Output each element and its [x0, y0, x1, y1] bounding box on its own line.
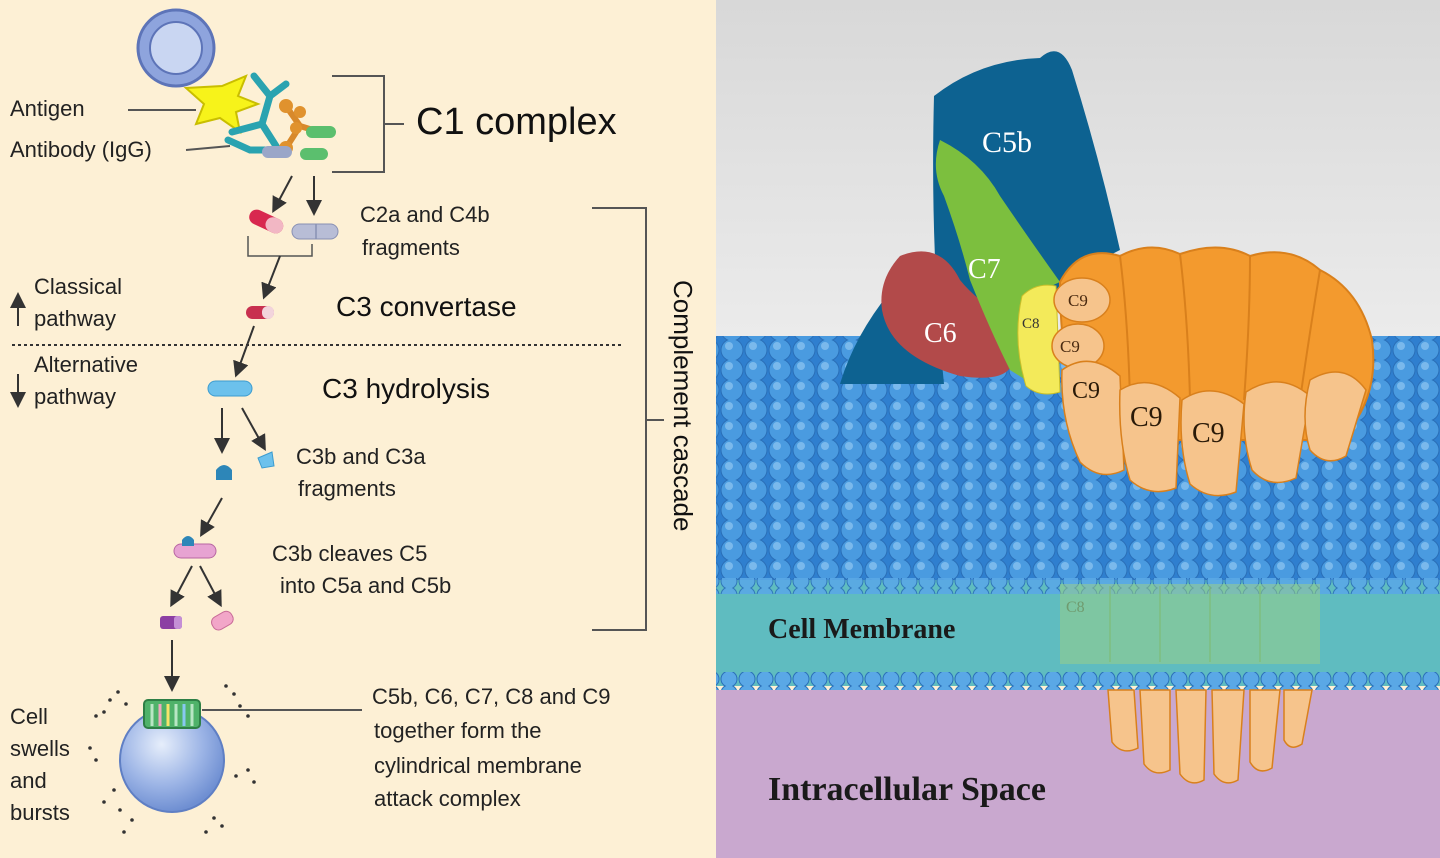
pore-transmembrane [1060, 584, 1320, 664]
c7-label: C7 [968, 254, 1001, 285]
c5b-label: C5b [982, 126, 1032, 159]
c9-label-1: C9 [1068, 291, 1088, 310]
antigen-icon [183, 74, 261, 135]
arrow-to-c3a [241, 407, 266, 451]
c3b-c3a-label-1: C3b and C3a [296, 444, 426, 469]
pore-bottom [1107, 689, 1313, 784]
antigen-cell-icon [136, 8, 216, 88]
membrane-inner-edge-bottom [716, 672, 1440, 690]
cleaves-label-2: into C5a and C5b [280, 573, 451, 598]
c2a-fragment-icon [249, 209, 284, 234]
arrow-c1-to-c2a [272, 175, 293, 214]
intracellular-space-label: Intracellular Space [768, 771, 1046, 808]
bursts-label-4: bursts [10, 800, 70, 825]
bursts-label-1: Cell [10, 704, 48, 729]
left-background [0, 0, 716, 858]
c8-protein [1017, 284, 1061, 395]
cleaves-label-1: C3b cleaves C5 [272, 541, 427, 566]
c5a-fragment-icon [211, 610, 234, 631]
arrow-to-c5b [170, 565, 193, 608]
c2a-c4b-label-1: C2a and C4b [360, 202, 490, 227]
mac-label-2: together form the [374, 718, 542, 743]
c9-pore-ring [1051, 246, 1375, 497]
arrow-to-c5 [200, 497, 223, 537]
c7-protein [935, 140, 1060, 380]
bursting-cell-icon [88, 684, 256, 834]
c8-transmembrane-label: C8 [1066, 599, 1085, 616]
c1-complex-label: C1 complex [416, 101, 617, 143]
arrow-to-convertase [261, 255, 281, 300]
c6-protein [881, 251, 1010, 378]
c3-hydrolysis-label: C3 hydrolysis [322, 373, 490, 404]
c9-label-5: C9 [1192, 418, 1225, 449]
c5b-fragment-icon [160, 616, 182, 629]
c9-label-2: C9 [1060, 337, 1080, 356]
c3-molecule-icon [207, 380, 253, 397]
arrow-to-hydrolysis [233, 325, 255, 378]
mac-label-3: cylindrical membrane [374, 753, 582, 778]
bursts-label-2: swells [10, 736, 70, 761]
cell-membrane-label: Cell Membrane [768, 614, 955, 645]
c3b-fragment-icon [216, 465, 232, 480]
c3-convertase-icon [246, 306, 274, 319]
c4b-fragment-icon [291, 223, 339, 240]
c3-convertase-label: C3 convertase [336, 291, 517, 322]
complement-cascade-label: Complement cascade [668, 280, 698, 531]
c9-label-3: C9 [1072, 378, 1100, 404]
fragments-join [247, 236, 313, 257]
bursts-label-3: and [10, 768, 47, 793]
classical-label-1: Classical [34, 274, 122, 299]
c6-label: C6 [924, 318, 957, 349]
membrane-attack-complex [840, 51, 1375, 784]
classical-label-2: pathway [34, 306, 116, 331]
mac-label-1: C5b, C6, C7, C8 and C9 [372, 684, 610, 709]
c8-label: C8 [1022, 316, 1040, 332]
c9-label-4: C9 [1130, 402, 1163, 433]
c3a-fragment-icon [257, 451, 275, 469]
antibody-label: Antibody (IgG) [10, 137, 152, 162]
arrow-to-c5a [199, 565, 222, 608]
antibody-pointer [185, 145, 231, 151]
alternative-label-1: Alternative [34, 352, 138, 377]
alternative-label-2: pathway [34, 384, 116, 409]
mac-label-4: attack complex [374, 786, 521, 811]
pore-transmembrane-lines [1109, 586, 1261, 662]
c3b-c3a-label-2: fragments [298, 476, 396, 501]
intracellular-space [716, 690, 1440, 858]
left-panel: Antigen Antibody (IgG) C1 complex C2a an… [0, 0, 716, 858]
c2a-c4b-label-2: fragments [362, 235, 460, 260]
antigen-label: Antigen [10, 96, 85, 121]
c3b-c5-icon [173, 536, 217, 559]
c1-complex-icon [224, 72, 336, 160]
right-panel: C5b C6 C7 C8 C9 C9 C9 C9 C9 C8 Cell Memb… [716, 0, 1440, 858]
